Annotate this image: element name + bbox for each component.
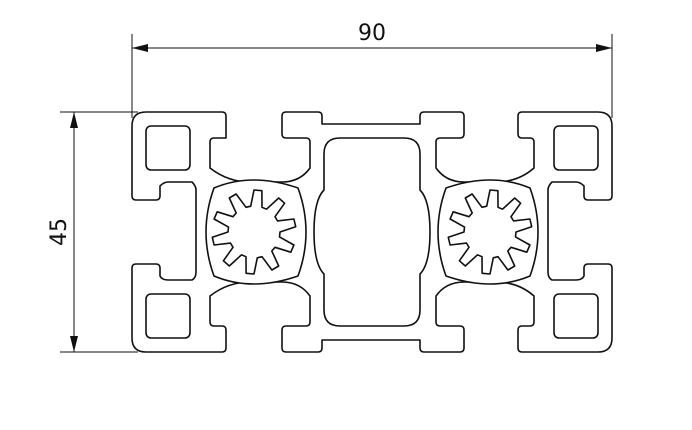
extrusion-profile — [131, 111, 613, 353]
width-arrow-left — [132, 44, 148, 52]
corner-cavity-bottom-right — [553, 293, 599, 339]
center-cavity — [313, 137, 431, 327]
width-dimension: 90 — [131, 21, 613, 118]
corner-cavity-top-right — [553, 125, 599, 171]
height-dimension: 45 — [47, 111, 138, 353]
left-screw-channel — [211, 189, 297, 275]
height-arrow-top — [70, 112, 78, 128]
right-screw-channel — [447, 189, 533, 275]
height-label: 45 — [47, 218, 72, 246]
corner-cavity-top-left — [145, 125, 191, 171]
width-label: 90 — [358, 21, 386, 46]
width-arrow-right — [596, 44, 612, 52]
corner-cavity-bottom-left — [145, 293, 191, 339]
height-arrow-bottom — [70, 336, 78, 352]
